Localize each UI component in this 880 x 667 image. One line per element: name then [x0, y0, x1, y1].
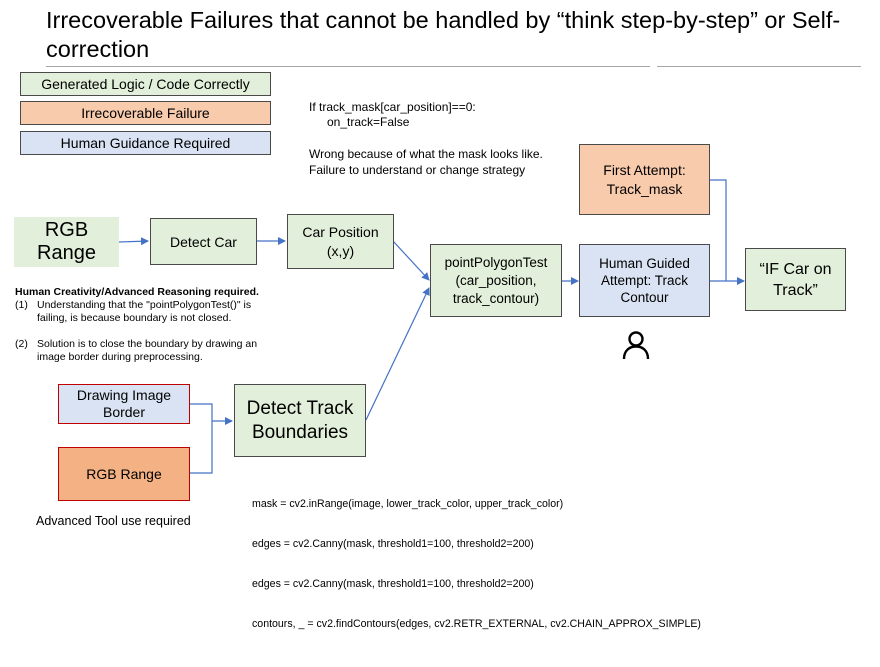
- reasoning-item-1-line-2: failing, is because boundary is not clos…: [37, 312, 232, 324]
- legend-guidance-label: Human Guidance Required: [60, 135, 231, 151]
- node-detect-track-boundaries: Detect Track Boundaries: [234, 384, 366, 457]
- reasoning-heading: Human Creativity/Advanced Reasoning requ…: [15, 286, 259, 298]
- legend-failure-label: Irrecoverable Failure: [81, 105, 210, 121]
- legend-guidance: Human Guidance Required: [20, 131, 271, 155]
- node-drawing-image-border: Drawing Image Border: [58, 384, 190, 424]
- person-icon: [622, 331, 650, 360]
- wrong-note-line-2: Failure to understand or change strategy: [309, 163, 526, 177]
- node-point-polygon-test: pointPolygonTest (car_position, track_co…: [430, 244, 562, 317]
- page-title: Irrecoverable Failures that cannot be ha…: [46, 7, 841, 62]
- node-human-guided: Human Guided Attempt: Track Contour: [579, 244, 710, 317]
- node-first-attempt: First Attempt: Track_mask: [579, 144, 710, 215]
- tool-note: Advanced Tool use required: [36, 514, 191, 528]
- node-car-position: Car Position (x,y): [287, 214, 394, 269]
- reasoning-item-1-line-1: Understanding that the "pointPolygonTest…: [37, 299, 252, 311]
- arrow-boundaries-to-polygon: [365, 287, 430, 421]
- wrong-note-line-1: Wrong because of what the mask looks lik…: [309, 147, 543, 161]
- reasoning-item-2: (2) Solution is to close the boundary by…: [15, 338, 285, 364]
- node-rgb-range-bottom: RGB Range: [58, 447, 190, 501]
- arrow-first-attempt-to-if: [710, 179, 727, 281]
- node-rgb-range-bottom-label: RGB Range: [86, 466, 162, 482]
- node-if-car-on-track-label: “IF Car on Track”: [759, 260, 832, 299]
- code-block: mask = cv2.inRange(image, lower_track_co…: [252, 471, 701, 645]
- node-detect-car-label: Detect Car: [170, 233, 237, 250]
- reasoning-item-2-line-2: image border during preprocessing.: [37, 351, 203, 363]
- node-drawing-image-border-label: Drawing Image Border: [76, 387, 172, 420]
- node-point-polygon-test-label: pointPolygonTest (car_position, track_co…: [444, 254, 548, 306]
- code-line-1: mask = cv2.inRange(image, lower_track_co…: [252, 497, 564, 510]
- node-rgb-range-top-label: RGB Range: [37, 219, 96, 264]
- node-detect-track-boundaries-label: Detect Track Boundaries: [246, 397, 354, 443]
- legend-failure: Irrecoverable Failure: [20, 101, 271, 125]
- code-line-4: contours, _ = cv2.findContours(edges, cv…: [252, 618, 701, 631]
- reasoning-item-2-number: (2): [15, 338, 28, 350]
- reasoning-item-2-line-1: Solution is to close the boundary by dra…: [37, 338, 258, 350]
- code-line-3: edges = cv2.Canny(mask, threshold1=100, …: [252, 578, 534, 591]
- reasoning-item-1: (1) Understanding that the "pointPolygon…: [15, 299, 285, 325]
- wrong-note: Wrong because of what the mask looks lik…: [309, 146, 543, 178]
- node-rgb-range-top: RGB Range: [14, 217, 119, 267]
- reasoning-item-1-number: (1): [15, 299, 28, 311]
- node-if-car-on-track: “IF Car on Track”: [745, 248, 846, 311]
- node-detect-car: Detect Car: [150, 218, 257, 265]
- legend-generated-label: Generated Logic / Code Correctly: [41, 76, 250, 92]
- node-car-position-label: Car Position (x,y): [302, 223, 379, 259]
- arrow-rgb-to-detect-car: [118, 237, 149, 246]
- title-divider-right: [657, 66, 861, 67]
- title-divider-left: [46, 66, 650, 67]
- snippet-line-2: on_track=False: [327, 115, 410, 129]
- bracket-inputs: [190, 403, 213, 474]
- reasoning-notes: Human Creativity/Advanced Reasoning requ…: [15, 286, 285, 364]
- snippet-line-1: If track_mask[car_position]==0:: [309, 100, 476, 114]
- code-snippet: If track_mask[car_position]==0: on_track…: [309, 100, 476, 130]
- arrow-position-to-polygon: [392, 240, 430, 281]
- legend-generated: Generated Logic / Code Correctly: [20, 72, 271, 96]
- node-first-attempt-label: First Attempt: Track_mask: [603, 161, 686, 197]
- code-line-2: edges = cv2.Canny(mask, threshold1=100, …: [252, 538, 534, 551]
- node-human-guided-label: Human Guided Attempt: Track Contour: [599, 256, 690, 305]
